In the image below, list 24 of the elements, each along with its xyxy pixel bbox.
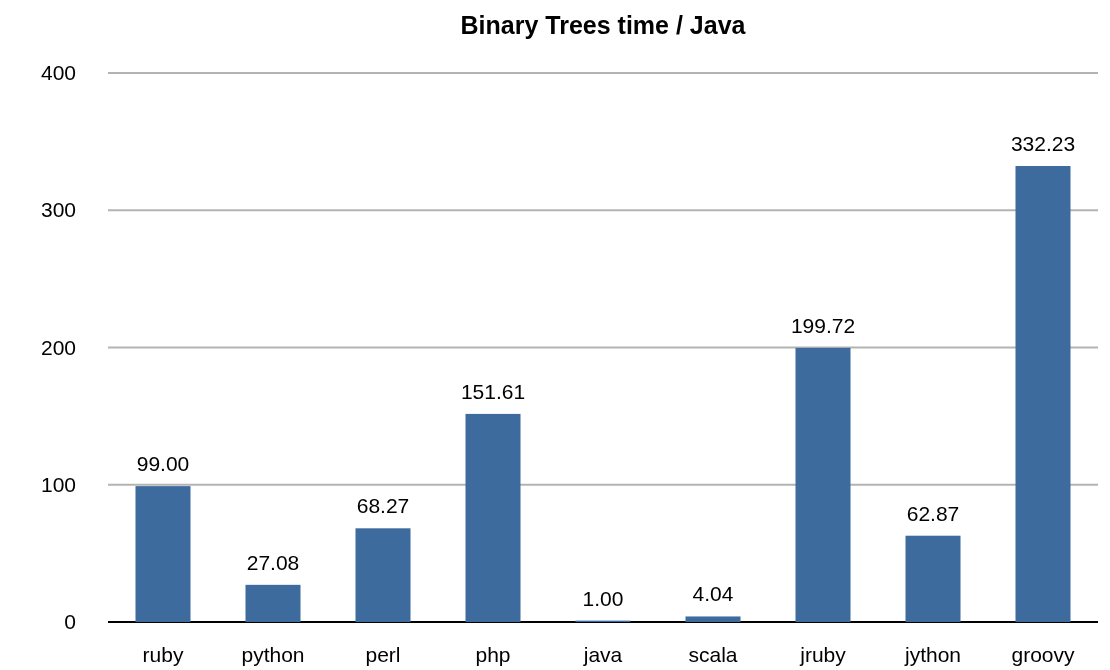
y-tick-label: 400 xyxy=(40,61,76,84)
y-tick-label: 300 xyxy=(40,198,76,222)
value-label: 199.72 xyxy=(790,313,856,337)
x-tick-label: scala xyxy=(688,643,738,666)
value-label: 332.23 xyxy=(1010,132,1076,155)
y-tick-label: 200 xyxy=(40,335,76,359)
y-tick-label: 100 xyxy=(40,472,76,496)
value-label: 68.27 xyxy=(356,494,410,518)
x-tick-label: groovy xyxy=(1011,643,1075,666)
x-tick-label: java xyxy=(583,643,623,666)
value-label: 4.04 xyxy=(692,582,734,606)
value-label: 62.87 xyxy=(906,501,960,525)
x-tick-label: ruby xyxy=(142,643,184,666)
x-tick-label: php xyxy=(475,643,511,666)
x-tick-label: python xyxy=(241,643,305,666)
x-tick-label: perl xyxy=(365,643,401,666)
value-label: 151.61 xyxy=(460,379,526,403)
x-tick-label: jython xyxy=(905,643,961,666)
value-label: 1.00 xyxy=(582,586,624,610)
y-tick-label: 0 xyxy=(64,610,76,633)
x-tick-label: jruby xyxy=(800,643,846,666)
chart-title: Binary Trees time / Java xyxy=(460,11,746,39)
value-label: 27.08 xyxy=(246,550,300,574)
value-label: 99.00 xyxy=(136,452,190,476)
